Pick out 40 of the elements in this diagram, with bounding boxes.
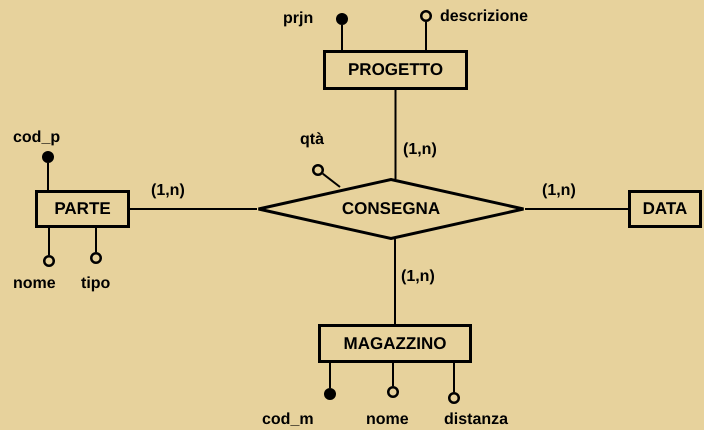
connector-line <box>394 90 396 180</box>
key-dot-icon <box>324 388 336 400</box>
connector-line <box>341 25 343 50</box>
entity-box: DATA <box>628 190 702 228</box>
connector-line <box>322 172 341 188</box>
attribute-name: tipo <box>81 274 110 293</box>
connector-line <box>47 163 49 190</box>
relationship-name: CONSEGNA <box>340 199 442 219</box>
key-dot-icon <box>336 13 348 25</box>
entity-box: MAGAZZINO <box>318 324 472 363</box>
connector-line <box>394 239 396 324</box>
attribute-name: qtà <box>300 130 324 149</box>
attribute-circle-icon <box>420 10 432 22</box>
cardinality-label: (1,n) <box>400 267 436 286</box>
attribute-name: descrizione <box>440 7 528 26</box>
attribute-circle-icon <box>448 392 460 404</box>
attribute-name: cod_m <box>262 410 314 429</box>
attribute-name: nome <box>366 410 409 429</box>
cardinality-label: (1,n) <box>402 140 438 159</box>
entity-box: PROGETTO <box>323 50 468 90</box>
cardinality-label: (1,n) <box>150 181 186 200</box>
key-dot-icon <box>42 151 54 163</box>
connector-line <box>525 208 628 210</box>
attribute-circle-icon <box>387 386 399 398</box>
cardinality-label: (1,n) <box>541 181 577 200</box>
attribute-name: cod_p <box>13 128 60 147</box>
attribute-name: prjn <box>283 9 314 28</box>
entity-box: PARTE <box>35 190 130 228</box>
connector-line <box>425 22 427 50</box>
attribute-name: distanza <box>444 410 508 429</box>
connector-line <box>48 228 50 255</box>
connector-line <box>329 363 331 388</box>
connector-line <box>95 228 97 252</box>
connector-line <box>392 363 394 386</box>
attribute-circle-icon <box>43 255 55 267</box>
attribute-circle-icon <box>312 164 324 176</box>
attribute-name: nome <box>13 274 56 293</box>
connector-line <box>130 208 257 210</box>
connector-line <box>453 363 455 392</box>
attribute-circle-icon <box>90 252 102 264</box>
